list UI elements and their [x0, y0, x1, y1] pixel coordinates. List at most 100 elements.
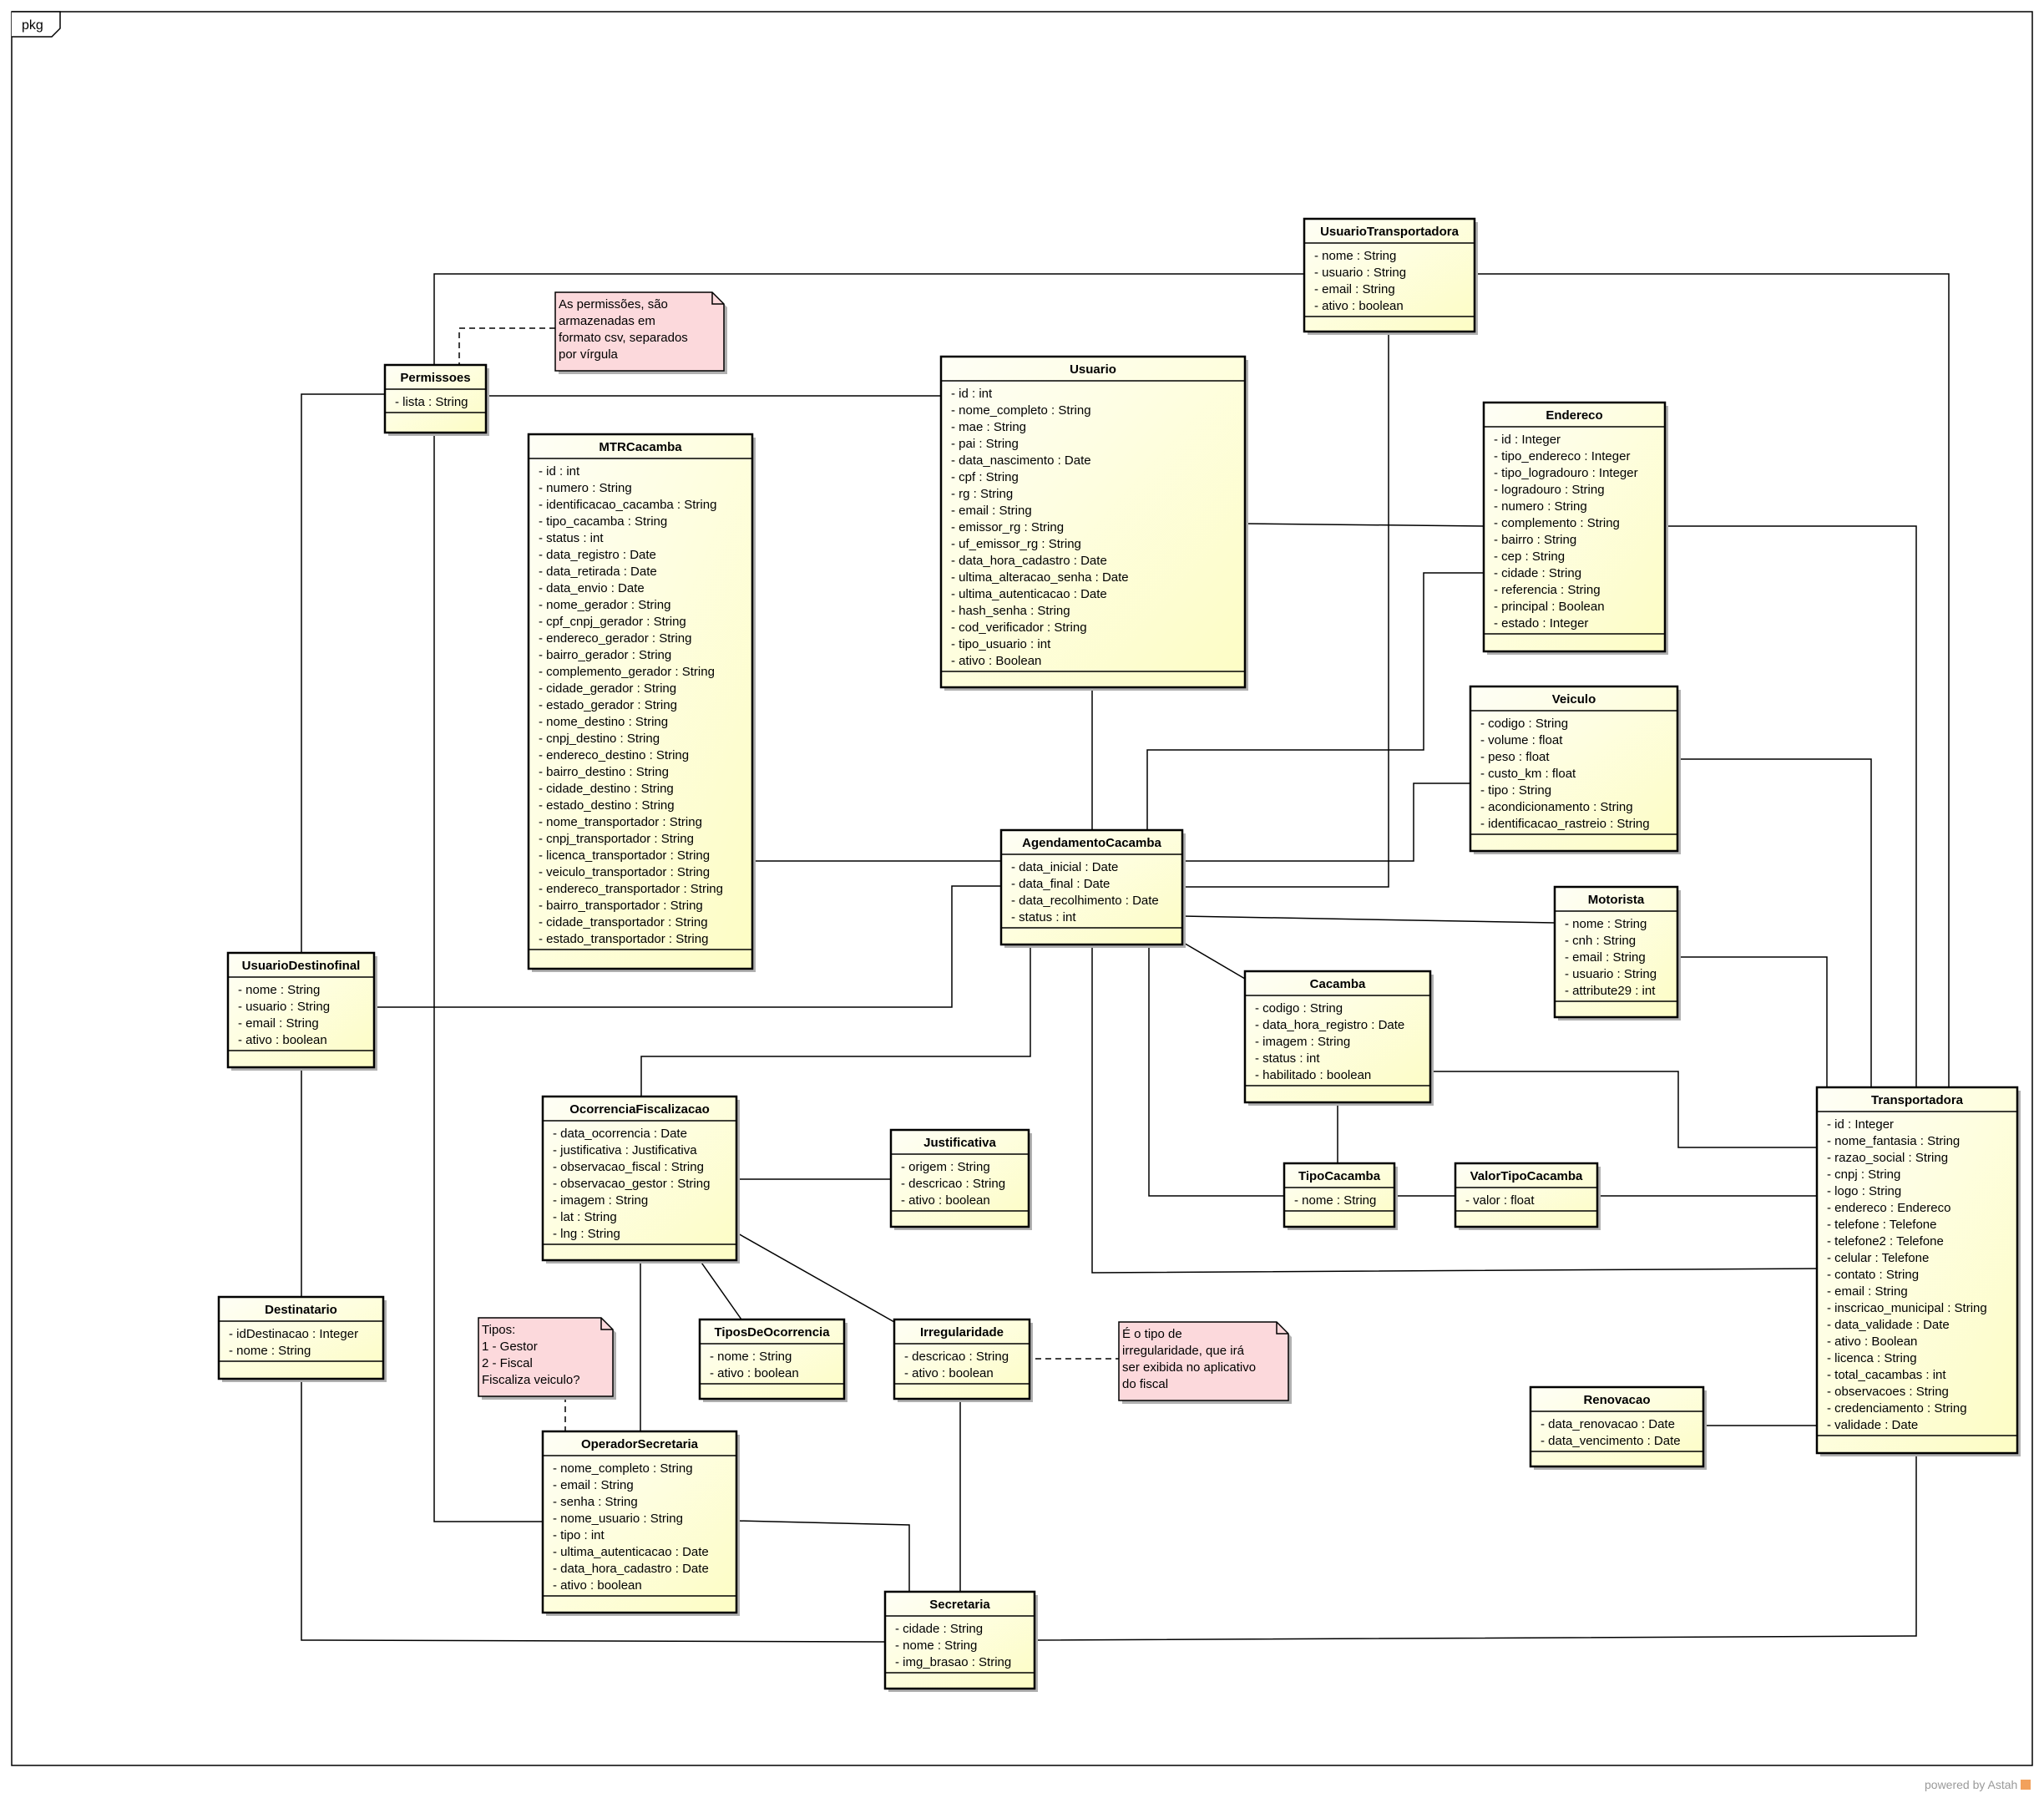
note-line: formato csv, separados [559, 331, 688, 345]
class-attribute: - data_hora_cadastro : Date [553, 1562, 709, 1576]
class-attribute: - tipo_usuario : int [951, 637, 1051, 651]
class-attribute: - cidade : String [895, 1622, 983, 1636]
class-attribute: - id : Integer [1827, 1117, 1894, 1132]
anchor-note-permissoes [458, 327, 555, 365]
class-attribute: - usuario : String [1565, 967, 1657, 981]
line-agendamento-usuariodestinofinal [374, 885, 1001, 1008]
class-endereco: Endereco- id : Integer- tipo_endereco : … [1482, 401, 1668, 655]
class-usuario: Usuario - id : int - nome_completo : Strin… [939, 355, 1248, 691]
class-usuario-transportadora: UsuarioTransportadora- nome : String- us… [1303, 217, 1478, 335]
class-attribute: - endereco_destino : String [539, 748, 689, 762]
class-name: Justificativa [923, 1136, 996, 1150]
class-attribute: - tipo : int [553, 1528, 605, 1542]
class-attribute: - data_inicial : Date [1011, 860, 1118, 874]
class-attribute: - contato : String [1827, 1268, 1919, 1282]
class-attribute: - razao_social : String [1827, 1151, 1948, 1165]
class-attribute: - cep : String [1494, 550, 1565, 564]
class-attribute: - email : String [1827, 1284, 1908, 1299]
class-attribute: - ativo : boolean [901, 1193, 990, 1208]
line-usuariotransportadora-permissoes [433, 273, 1304, 365]
class-name: OcorrenciaFiscalizacao [569, 1102, 710, 1117]
class-attribute: - data_recolhimento : Date [1011, 894, 1159, 908]
class-attribute: - nome : String [238, 983, 320, 997]
line-veiculo-agendamento [1182, 783, 1470, 862]
note-line: Fiscaliza veiculo? [482, 1373, 580, 1387]
class-name: Destinatario [265, 1303, 337, 1317]
class-name: TipoCacamba [1298, 1169, 1381, 1183]
class-attribute: - tipo_endereco : Integer [1494, 449, 1630, 463]
line-agendamento-cacamba [1181, 941, 1246, 980]
class-attribute: - nome_fantasia : String [1827, 1134, 1960, 1148]
class-attribute: - ativo : boolean [1314, 299, 1404, 313]
class-attribute: - nome_completo : String [553, 1461, 693, 1476]
class-attribute: - data_ocorrencia : Date [553, 1127, 687, 1141]
note-line: É o tipo de [1122, 1327, 1182, 1341]
class-attribute: - complemento_gerador : String [539, 665, 715, 679]
class-attribute: - telefone : Telefone [1827, 1218, 1936, 1232]
class-attribute: - nome : String [710, 1350, 792, 1364]
class-attribute: - id : int [951, 387, 993, 401]
class-attribute: - hash_senha : String [951, 604, 1070, 618]
class-attribute: - estado_gerador : String [539, 698, 677, 712]
class-attribute: - cnpj_transportador : String [539, 832, 694, 846]
class-attribute: - endereco_transportador : String [539, 882, 723, 896]
class-attribute: - endereco : Endereco [1827, 1201, 1950, 1215]
class-valor-tipo-cacamba: ValorTipoCacamba- valor : float [1454, 1162, 1601, 1230]
class-attribute: - imagem : String [553, 1193, 648, 1208]
line-agendamento-transportadora [1091, 945, 1818, 1274]
class-attribute: - codigo : String [1480, 717, 1568, 731]
class-attribute: - bairro_transportador : String [539, 899, 703, 913]
class-attribute: - lista : String [395, 395, 468, 409]
class-attribute: - email : String [238, 1016, 319, 1031]
class-name: MTRCacamba [599, 440, 682, 454]
class-attribute: - emissor_rg : String [951, 520, 1064, 534]
class-operador-secretaria: OperadorSecretaria - nome_completo : Stri… [541, 1430, 740, 1616]
class-attribute: - total_cacambas : int [1827, 1368, 1946, 1382]
class-attribute: - logradouro : String [1494, 483, 1605, 497]
class-attribute: - origem : String [901, 1160, 990, 1174]
class-attribute: - custo_km : float [1480, 767, 1576, 781]
class-name: Usuario [1070, 362, 1116, 377]
class-name: OperadorSecretaria [581, 1437, 699, 1451]
class-name: Transportadora [1871, 1093, 1964, 1107]
line-usuariotransportadora-transportadora [1475, 273, 1950, 1087]
class-attribute: - bairro : String [1494, 533, 1576, 547]
line-agendamento-ocorrencia [640, 945, 1031, 1097]
class-attribute: - ultima_autenticacao : Date [951, 587, 1107, 601]
class-attribute: - rg : String [951, 487, 1013, 501]
class-attribute: - observacao_fiscal : String [553, 1160, 704, 1174]
class-attribute: - ativo : boolean [710, 1366, 799, 1380]
class-attribute: - nome_completo : String [951, 403, 1091, 418]
class-attribute: - valor : float [1465, 1193, 1535, 1208]
line-endereco-transportadora [1665, 525, 1917, 1087]
note-line: por vírgula [559, 347, 619, 362]
class-attribute: - bairro_gerador : String [539, 648, 671, 662]
line-permissoes-operador [433, 433, 543, 1522]
note-line: armazenadas em [559, 314, 655, 328]
line-ocorrencia-tiposdeocorrencia [699, 1259, 742, 1320]
class-name: UsuarioTransportadora [1320, 225, 1460, 239]
note-line: irregularidade, que irá [1122, 1344, 1245, 1358]
class-attribute: - nome_destino : String [539, 715, 668, 729]
class-attribute: - ativo : boolean [553, 1578, 642, 1593]
class-attribute: - nome : String [1294, 1193, 1376, 1208]
class-attribute: - email : String [553, 1478, 634, 1492]
class-tipo-cacamba: TipoCacamba - nome : String [1283, 1162, 1398, 1230]
class-attribute: - email : String [1314, 282, 1395, 296]
class-attribute: - status : int [1255, 1051, 1320, 1066]
class-attribute: - logo : String [1827, 1184, 1901, 1198]
class-attribute: - data_final : Date [1011, 877, 1110, 891]
line-agendamento-motorista [1181, 915, 1556, 924]
class-attribute: - tipo_cacamba : String [539, 514, 667, 529]
class-attribute: - numero : String [1494, 499, 1587, 514]
class-attribute: - ativo : boolean [904, 1366, 994, 1380]
class-attribute: - ativo : Boolean [1827, 1335, 1917, 1349]
footer-text: powered by Astah [1925, 1778, 2017, 1791]
class-attribute: - senha : String [553, 1495, 638, 1509]
package-label: pkg [22, 18, 43, 33]
class-attribute: - principal : Boolean [1494, 600, 1605, 614]
class-motorista: Motorista- nome : String- cnh : String- … [1553, 885, 1681, 1021]
class-attribute: - inscricao_municipal : String [1827, 1301, 1987, 1315]
